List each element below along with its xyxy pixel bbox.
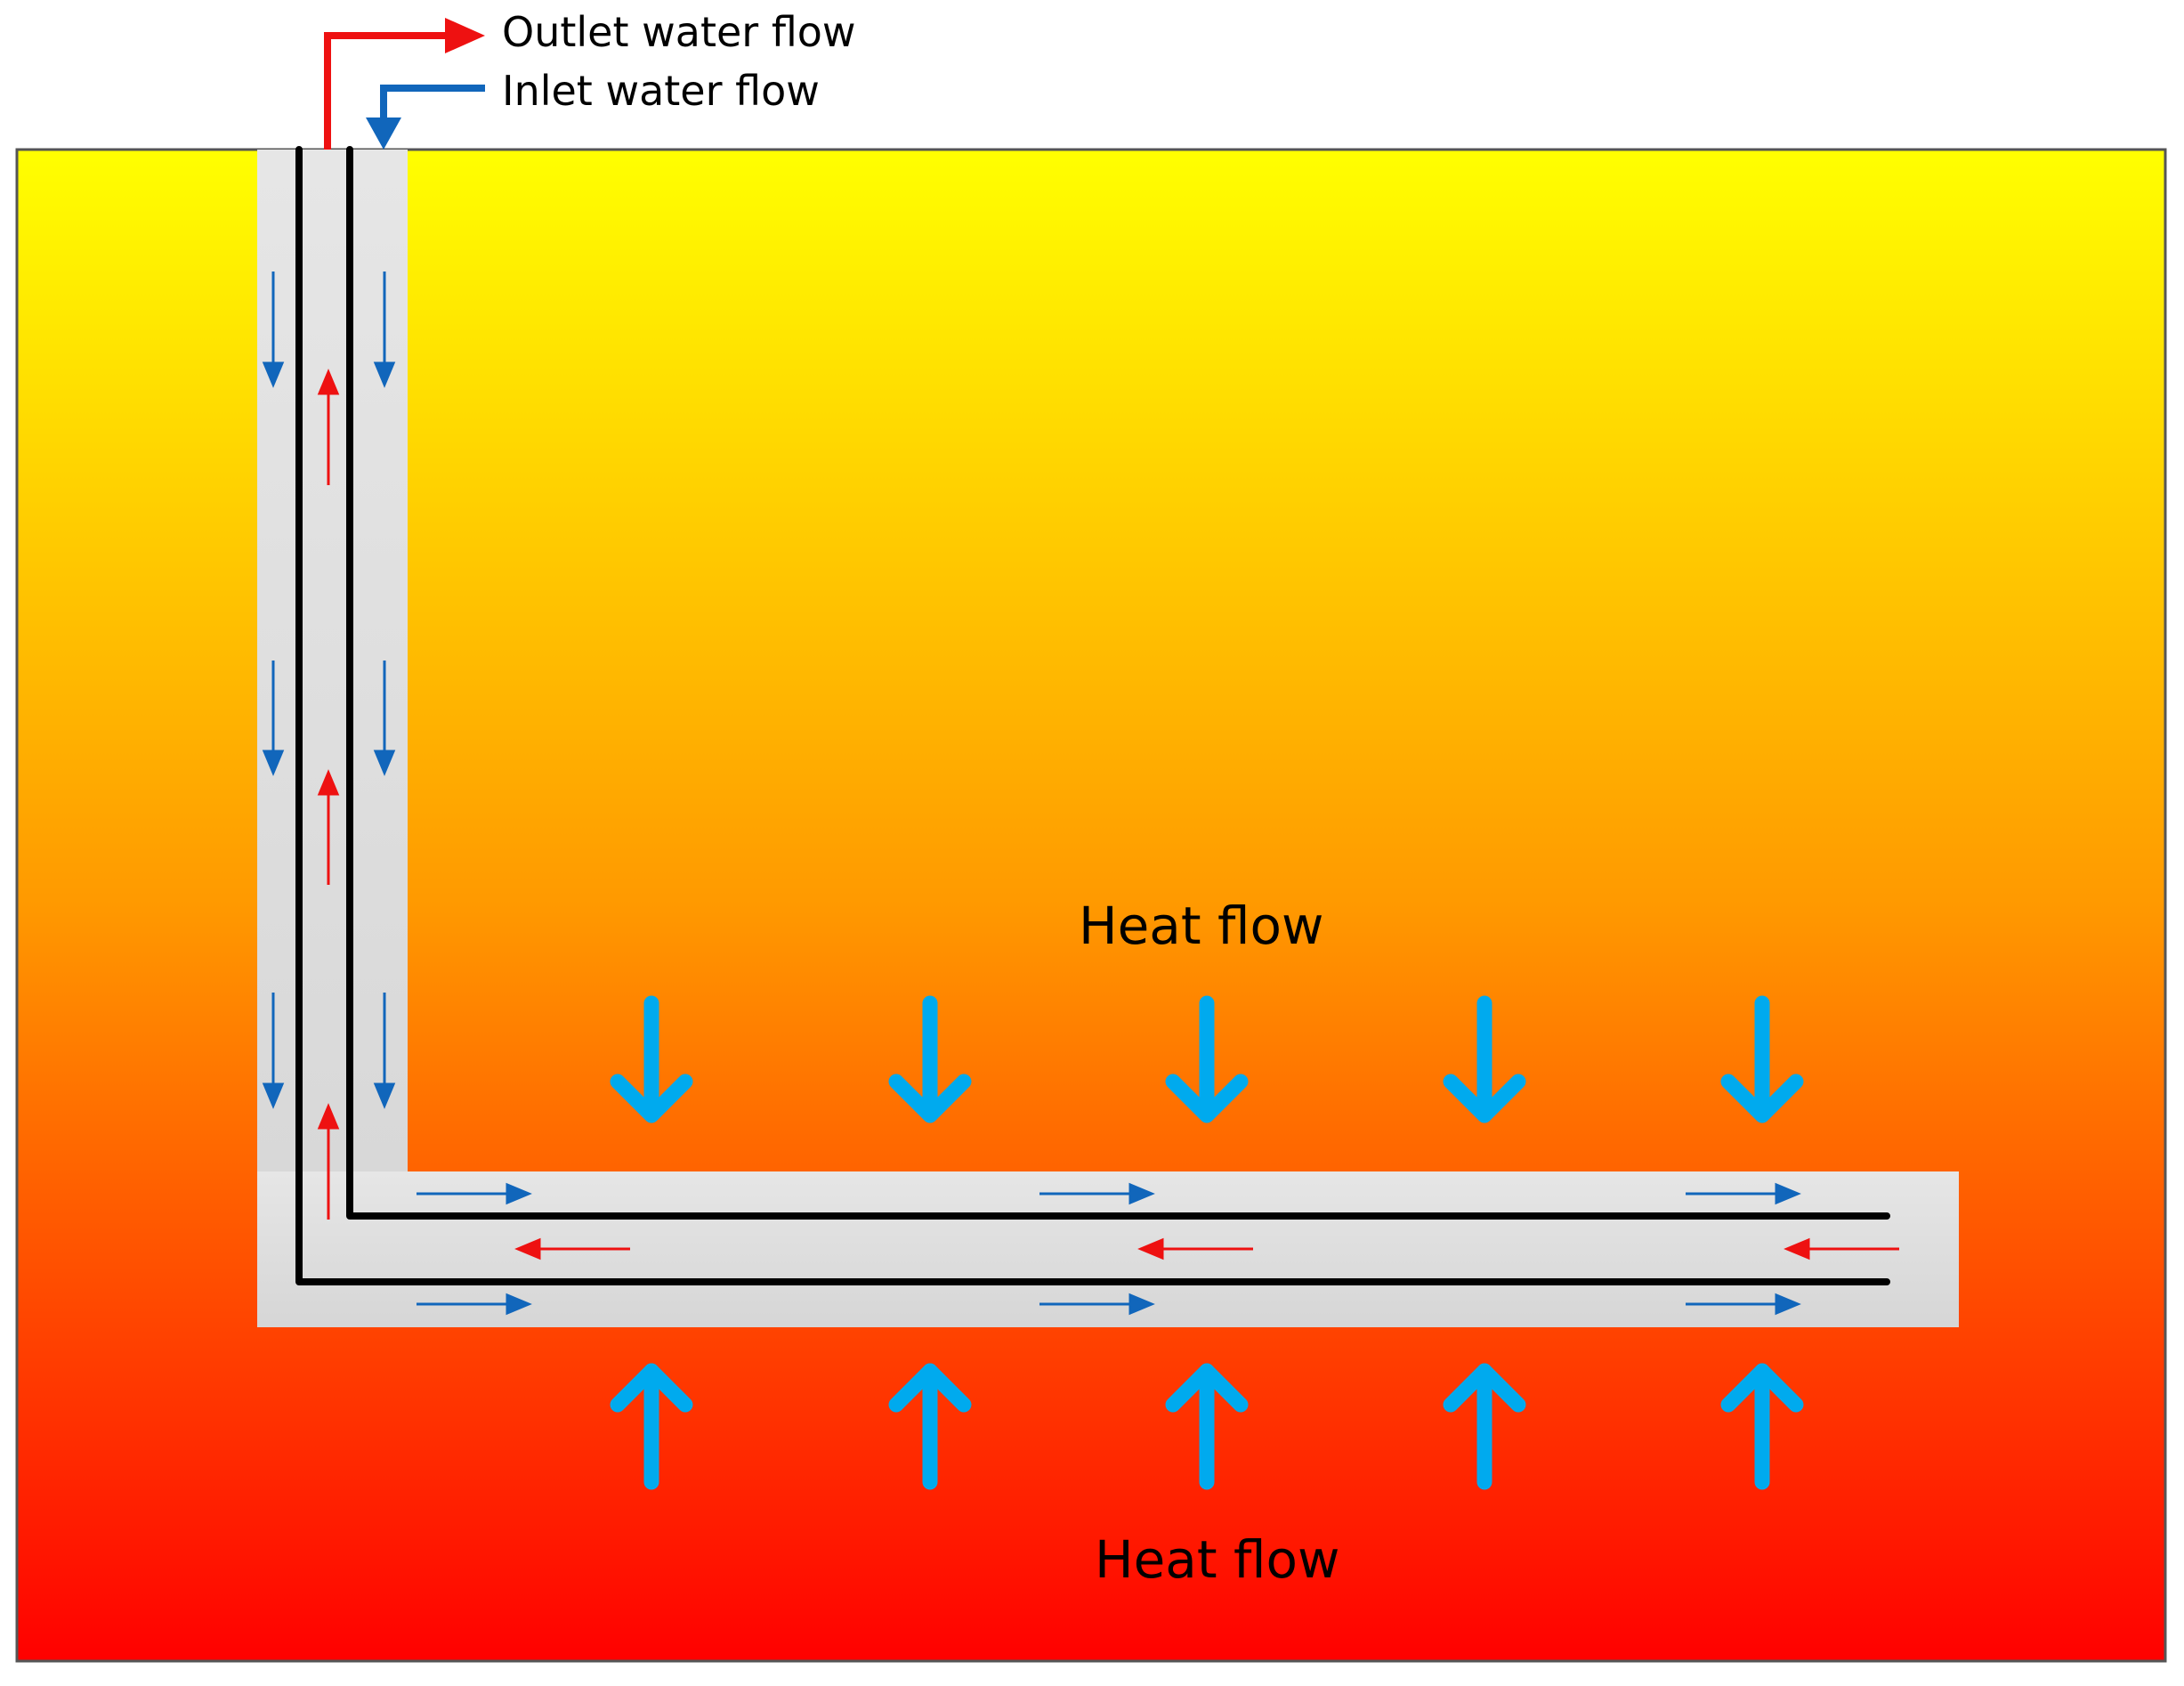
upflow-arrow-icon xyxy=(317,369,340,485)
heat-flow-arrows-top xyxy=(610,995,1804,1123)
downflow-arrow-icon xyxy=(262,993,285,1109)
upflow-arrow-icon xyxy=(317,769,340,885)
downflow-arrow-icon xyxy=(373,272,396,388)
leftflow-arrow-icon xyxy=(1784,1237,1899,1260)
heat-down-arrow-icon xyxy=(1720,995,1804,1123)
downflow-arrow-icon xyxy=(262,272,285,388)
rightflow-arrow-icon xyxy=(417,1293,532,1316)
heat-flow-bottom-label: Heat flow xyxy=(1095,1529,1339,1590)
upflow-arrow-icon xyxy=(317,1103,340,1220)
inlet-arrow-icon xyxy=(366,118,401,150)
downflow-arrow-icon xyxy=(262,661,285,776)
well-casing xyxy=(257,150,1959,1327)
outlet-flow-connector xyxy=(324,18,485,150)
leftflow-arrow-icon xyxy=(514,1237,630,1260)
downflow-arrow-icon xyxy=(373,661,396,776)
rightflow-arrow-icon xyxy=(1039,1182,1155,1205)
heat-up-arrow-icon xyxy=(1443,1363,1526,1490)
horizontal-flow-arrows xyxy=(417,1182,1899,1316)
heat-up-arrow-icon xyxy=(1165,1363,1249,1490)
rightflow-arrow-icon xyxy=(1039,1293,1155,1316)
rightflow-arrow-icon xyxy=(1686,1182,1801,1205)
heat-down-arrow-icon xyxy=(610,995,693,1123)
leftflow-arrow-icon xyxy=(1137,1237,1253,1260)
heat-up-arrow-icon xyxy=(1720,1363,1804,1490)
inner-pipe-wall xyxy=(346,146,1890,1220)
heat-up-arrow-icon xyxy=(888,1363,972,1490)
heat-up-arrow-icon xyxy=(610,1363,693,1490)
heat-down-arrow-icon xyxy=(888,995,972,1123)
heat-flow-arrows-bottom xyxy=(610,1363,1804,1490)
inlet-water-flow-label: Inlet water flow xyxy=(502,67,820,115)
outer-pipe-wall xyxy=(295,146,1890,1285)
heat-down-arrow-icon xyxy=(1165,995,1249,1123)
outlet-water-flow-label: Outlet water flow xyxy=(502,8,856,56)
outlet-arrow-icon xyxy=(445,18,485,53)
heat-flow-top-label: Heat flow xyxy=(1079,896,1323,956)
rightflow-arrow-icon xyxy=(417,1182,532,1205)
rightflow-arrow-icon xyxy=(1686,1293,1801,1316)
inlet-flow-connector xyxy=(366,85,485,150)
heat-down-arrow-icon xyxy=(1443,995,1526,1123)
vertical-flow-arrows xyxy=(262,272,396,1220)
downflow-arrow-icon xyxy=(373,993,396,1109)
pipe-walls xyxy=(295,146,1890,1285)
